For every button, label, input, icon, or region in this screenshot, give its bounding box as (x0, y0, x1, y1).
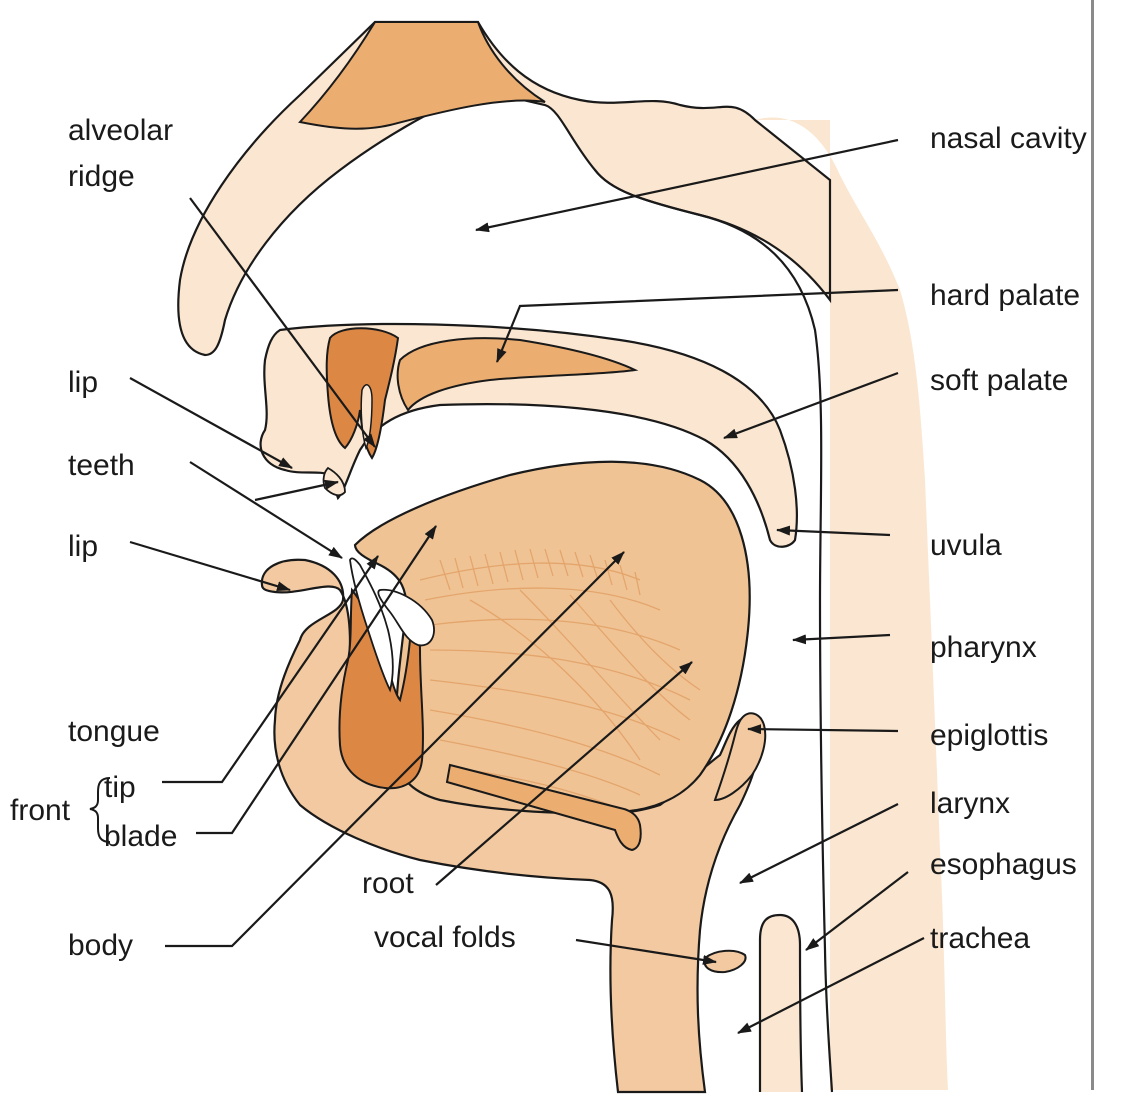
lip-lower-arrow (129, 540, 291, 592)
label-teeth: teeth (68, 449, 135, 482)
label-pharynx: pharynx (930, 631, 1037, 664)
leader-lines (129, 138, 925, 1034)
label-tongue: tongue (68, 715, 160, 748)
label-soft-palate: soft palate (930, 364, 1068, 397)
pharynx-arrow (792, 633, 891, 645)
epiglottis (713, 712, 767, 802)
esophagus-arrow (805, 871, 909, 951)
soft-palate-arrow (723, 371, 899, 440)
epiglottis-arrow (747, 724, 899, 735)
tip-arrow (162, 555, 379, 784)
frame-edge (1091, 0, 1094, 1090)
label-vocal-folds: vocal folds (374, 921, 516, 954)
label-ridge: ridge (68, 160, 135, 193)
larynx-arrow (739, 803, 899, 884)
label-uvula: uvula (930, 529, 1002, 562)
label-alveolar: alveolar (68, 114, 173, 147)
teeth-arrow-upper (254, 479, 339, 502)
palate-tissue (259, 322, 798, 548)
neck-back-tissue (755, 117, 948, 1090)
nasal-cavity-arrow (475, 138, 899, 233)
blade-arrow (196, 525, 437, 835)
label-epiglottis: epiglottis (930, 719, 1048, 752)
lip-upper-arrow (129, 377, 293, 469)
vocal-folds-arrow (575, 938, 717, 965)
pharynx-wall (594, 169, 834, 1093)
label-front: front (10, 794, 71, 827)
label-lip-lower: lip (68, 530, 98, 563)
hard-palate-bone (396, 337, 639, 412)
alveolar-ridge-arrow (189, 197, 376, 448)
hyoid-bone (445, 763, 642, 852)
label-tip: tip (104, 771, 136, 804)
label-nasal-cavity: nasal cavity (930, 122, 1087, 155)
label-blade: blade (104, 820, 177, 853)
teeth-arrow-lower (189, 461, 343, 559)
front-brace (89, 777, 111, 843)
nasal-bone (298, 21, 546, 130)
label-lip-upper: lip (68, 366, 98, 399)
label-trachea: trachea (930, 922, 1030, 955)
label-larynx: larynx (930, 787, 1010, 820)
label-body: body (68, 929, 133, 962)
uvula-arrow (776, 525, 891, 537)
esophagus-tube (758, 913, 804, 1093)
body-arrow (165, 551, 625, 948)
label-root: root (362, 867, 414, 900)
root-arrow (435, 661, 693, 886)
trachea-arrow (737, 937, 925, 1034)
label-esophagus: esophagus (930, 848, 1077, 881)
label-hard-palate: hard palate (930, 279, 1080, 312)
hard-palate-arrow (495, 288, 899, 363)
